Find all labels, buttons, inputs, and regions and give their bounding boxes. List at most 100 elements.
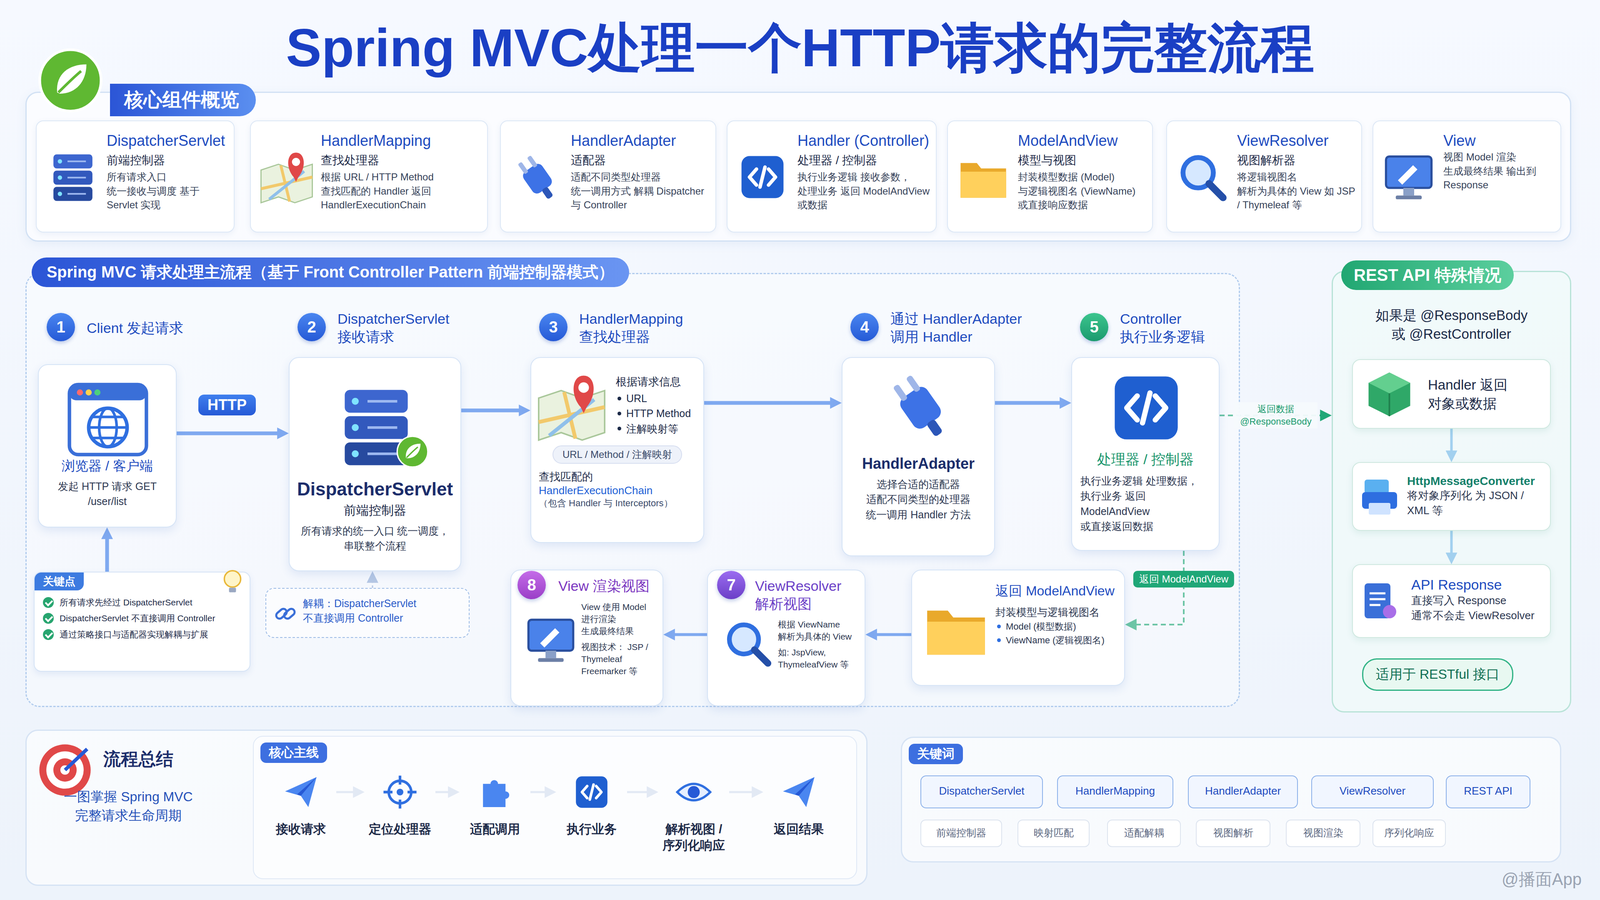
icon-shape (275, 607, 297, 620)
node-text: DispatcherServlet 不直接调用 Controller (42, 612, 244, 625)
icon-shape (39, 744, 91, 796)
node-text: 前端控制器 (297, 502, 453, 520)
node-text: （包含 Handler 与 Interceptors） (538, 497, 696, 510)
diagram-title: Spring MVC处理一个HTTP请求的完整流程 (0, 12, 1600, 85)
node-text: ViewResolver (1313, 784, 1432, 798)
node-text: 适配调用 (459, 820, 531, 838)
node-text: 封装模型数据 (Model) 与逻辑视图名 (ViewName) 或直接响应数据 (1017, 170, 1148, 213)
keyword-pill: HandlerMapping (1057, 775, 1174, 809)
node-text: ViewResolver 解析视图 (715, 577, 858, 613)
node-text: DispatcherServlet (922, 784, 1041, 798)
node-text: 处理器 / 控制器 (1080, 450, 1211, 470)
node-text: 处理器 / 控制器 (797, 152, 931, 169)
keyword-pill: DispatcherServlet (920, 775, 1043, 809)
node-text: 核心主线 (260, 742, 328, 763)
node-text: 适配解耦 (1109, 826, 1179, 840)
node-text: 视图渲染 (1288, 826, 1358, 840)
rest-box: API Response直接写入 Response 通常不会走 ViewReso… (1352, 564, 1551, 638)
icon-plug (879, 366, 959, 446)
node-text: HandlerAdapter (570, 131, 711, 150)
icon-shape (1182, 157, 1223, 198)
mainline-step: 执行业务 (556, 770, 628, 875)
watermark: @播面App (1501, 867, 1582, 891)
node-text: 如果是 @ResponseBody 或 @RestController (1374, 306, 1529, 344)
icon-shape (729, 625, 769, 664)
node-body: 视图渲染 (1286, 820, 1360, 846)
node-body: ViewResolver (1312, 776, 1433, 806)
icon-srv (45, 150, 100, 205)
node-text: 接收请求 (265, 820, 337, 838)
keyword-tag: 视图渲染 (1285, 819, 1361, 848)
icon-mon (1381, 150, 1436, 205)
process-box: 返回 ModelAndView封装模型与逻辑视图名Model (模型数据)Vie… (911, 569, 1125, 686)
node-text: 关键词 (908, 743, 963, 765)
node-text: 视图 Model 渲染 生成最终结果 输出到 Response (1443, 150, 1556, 193)
node-text: REST API (1448, 784, 1528, 798)
node-text: 执行业务逻辑 处理数据，执行业务 返回 ModelAndView 或直接返回数据 (1080, 473, 1211, 534)
icon-map (257, 147, 316, 207)
node-text: 封装模型与逻辑视图名 (995, 604, 1117, 620)
key-point-box: 所有请求先经过 DispatcherServletDispatcherServl… (33, 571, 251, 672)
node-text: API Response (1411, 576, 1545, 593)
icon-shape (1114, 376, 1178, 440)
icon-web (64, 375, 152, 464)
rest-pill: 适用于 RESTful 接口 (1362, 658, 1514, 691)
icon-shape (960, 162, 1006, 198)
node-text: 一图掌握 Spring MVC 完整请求生命周期 (36, 787, 220, 825)
node-text: 根据 URL / HTTP Method 查找匹配的 Handler 返回 Ha… (320, 170, 483, 213)
icon-code (572, 773, 611, 811)
process-box: 浏览器 / 客户端发起 HTTP 请求 GET /user/listClient… (37, 364, 177, 528)
node-text: 返回结果 (763, 820, 835, 838)
node-text: 执行业务逻辑 接收参数，处理业务 返回 ModelAndView 或数据 (797, 170, 931, 213)
node-text: HandlerAdapter (1190, 784, 1296, 798)
node-text: HttpMessageConverter (1407, 474, 1545, 488)
icon-shape (482, 780, 510, 808)
node-body: 执行业务 (556, 770, 628, 838)
node-text: View (1443, 131, 1556, 150)
node-body: View 渲染视图View 使用 Model 进行渲染 生成最终结果视图技术： … (511, 577, 663, 689)
node-body: 根据请求信息URLHTTP Method注解映射等URL / Method / … (531, 357, 704, 518)
node-text: URL (615, 390, 696, 406)
icon-shape (397, 436, 428, 468)
component-card: Handler (Controller) 处理器 / 控制器执行业务逻辑 接收参数… (726, 120, 937, 233)
node-text: HandlerExecutionChain (538, 484, 696, 498)
node-body: Handler (Controller) 处理器 / 控制器执行业务逻辑 接收参数… (727, 121, 936, 218)
node-text: Spring MVC 请求处理主流程（基于 Front Controller P… (31, 257, 630, 288)
node-body: HandlerAdapter (1188, 776, 1298, 806)
component-card: ModelAndView模型与视图封装模型数据 (Model) 与逻辑视图名 (… (947, 120, 1153, 233)
component-card: View视图 Model 渲染 生成最终结果 输出到 Response (1372, 120, 1562, 233)
icon-shape (1364, 583, 1397, 619)
node-text: DispatcherServlet 接收请求 (337, 310, 488, 346)
node-body: View视图 Model 渲染 生成最终结果 输出到 Response (1373, 121, 1561, 198)
node-body: DispatcherServlet前端控制器所有请求的统一入口 统一调度，串联整… (289, 357, 461, 562)
process-box: HandlerAdapter选择合适的适配器 适配不同类型的处理器 统一调用 H… (841, 357, 995, 557)
rest-box: Handler 返回 对象或数据 (1352, 359, 1551, 429)
icon-code (1108, 370, 1184, 446)
icon-shape (1362, 479, 1398, 515)
node-text: DispatcherServlet (106, 131, 229, 150)
node-body: 适用于 RESTful 接口 (1363, 659, 1513, 690)
rest-box: HttpMessageConverter将对象序列化 为 JSON / XML … (1352, 462, 1551, 531)
node-text: 根据 ViewName 解析为具体的 View (777, 618, 858, 643)
icon-shape (285, 777, 317, 808)
icon-map (534, 369, 610, 445)
node-body: API Response直接写入 Response 通常不会走 ViewReso… (1352, 565, 1550, 630)
icon-shape (1368, 372, 1411, 417)
node-body: 接收请求 (265, 770, 337, 838)
node-body: ModelAndView模型与视图封装模型数据 (Model) 与逻辑视图名 (… (947, 121, 1153, 218)
node-text: Handler (Controller) (797, 131, 931, 150)
node-text: 直接写入 Response 通常不会走 ViewResolver (1411, 592, 1545, 624)
node-body: 定位处理器 (364, 770, 436, 838)
node-body: 解耦：DispatcherServlet 不直接调用 Controller (266, 588, 469, 633)
keyword-pill: ViewResolver (1311, 775, 1434, 809)
node-text: 适配不同类型处理器 统一调用方式 解耦 Dispatcher 与 Control… (570, 170, 711, 213)
node-text: 注解映射等 (615, 421, 696, 437)
node-text: 执行业务 (556, 820, 628, 838)
component-card: DispatcherServlet前端控制器所有请求入口 统一接收与调度 基于 … (35, 120, 235, 233)
node-text: 视图解析 (1198, 826, 1268, 840)
node-text: HandlerMapping (320, 131, 483, 150)
node-text: Client 发起请求 (86, 319, 237, 338)
node-body: 返回 ModelAndView封装模型与逻辑视图名Model (模型数据)Vie… (912, 570, 1125, 655)
node-text: 查找匹配的 (538, 469, 696, 485)
node-body: 前端控制器 (921, 820, 1002, 846)
